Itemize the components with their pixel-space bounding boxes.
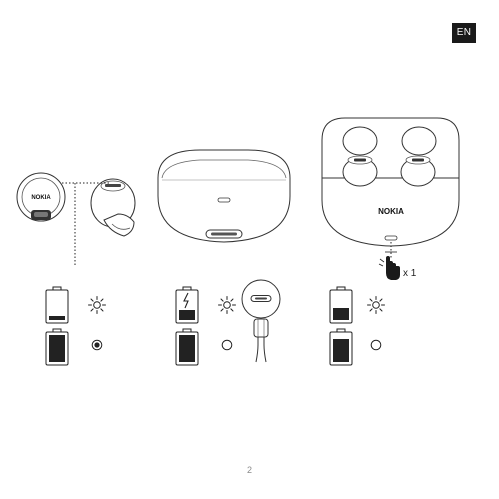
tap-count-label: x 1 — [403, 268, 417, 279]
open-case-battery-full-icon — [330, 329, 352, 365]
usb-c-cable-icon — [242, 280, 280, 362]
tap-hand-icon — [379, 256, 400, 280]
open-case-led-blinking-icon — [368, 297, 385, 314]
earbud-battery-low-icon — [46, 287, 68, 323]
charging-case-closed — [158, 150, 290, 242]
earbud-logo: NOKIA — [31, 195, 51, 201]
earbud-side-view — [91, 179, 135, 236]
case-logo: NOKIA — [378, 207, 404, 216]
case-battery-charging-icon — [176, 287, 198, 323]
case-led-blinking-icon — [219, 297, 236, 314]
earbud-battery-full-icon — [46, 329, 68, 365]
case-battery-full-icon — [176, 329, 198, 365]
page-number: 2 — [0, 465, 499, 475]
earbud-led-blinking-icon — [89, 297, 106, 314]
charging-case-open: NOKIA — [322, 118, 459, 246]
open-case-battery-half-icon — [330, 287, 352, 323]
open-case-led-off-icon — [371, 340, 381, 350]
earbud-front-view: NOKIA — [17, 173, 65, 221]
earbud-led-solid-icon — [92, 340, 102, 350]
case-led-off-icon — [222, 340, 232, 350]
